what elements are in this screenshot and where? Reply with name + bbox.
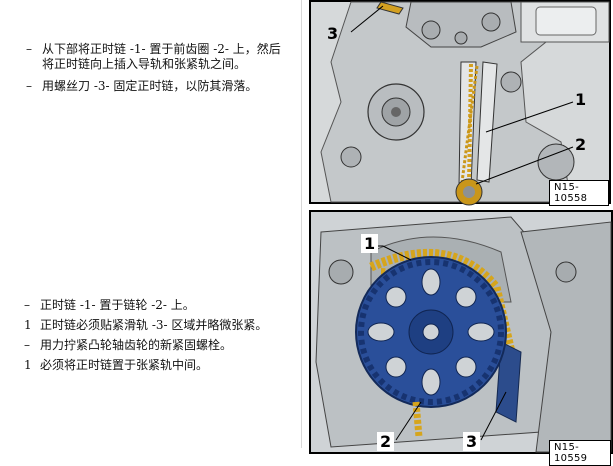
step-marker: –	[26, 42, 32, 56]
step-text: 正时链必须贴紧滑轨 -3- 区域并略微张紧。	[40, 318, 268, 332]
step-text: 用力拧紧凸轮轴齿轮的新紧固螺栓。	[40, 338, 233, 352]
callout-label: 2	[377, 432, 395, 451]
instruction-step: – 用螺丝刀 -3- 固定正时链，以防其滑落。	[26, 79, 292, 94]
step-text: 从下部将正时链 -1- 置于前齿圈 -2- 上，然后将正时链向上插入导轨和张紧轨…	[42, 42, 281, 71]
instruction-step: – 正时链 -1- 置于链轮 -2- 上。	[24, 298, 290, 313]
instruction-note: 1 必须将正时链置于张紧轨中间。	[24, 358, 290, 373]
note-marker: 1	[24, 358, 32, 372]
instructions-top: – 从下部将正时链 -1- 置于前齿圈 -2- 上，然后将正时链向上插入导轨和张…	[26, 42, 292, 101]
instruction-step: – 用力拧紧凸轮轴齿轮的新紧固螺栓。	[24, 338, 290, 353]
callout-label: 1	[575, 90, 587, 109]
figure-id-label: N15-10559	[549, 440, 611, 466]
step-marker: –	[26, 79, 32, 93]
figure-id-label: N15-10558	[549, 180, 609, 206]
callout-label: 3	[327, 24, 339, 43]
engine-illustration-top	[311, 1, 610, 206]
step-text: 正时链 -1- 置于链轮 -2- 上。	[40, 298, 195, 312]
step-text: 必须将正时链置于张紧轨中间。	[40, 358, 209, 372]
instruction-step: – 从下部将正时链 -1- 置于前齿圈 -2- 上，然后将正时链向上插入导轨和张…	[26, 42, 292, 72]
callout-label: 1	[361, 234, 379, 253]
instruction-note: 1 正时链必须贴紧滑轨 -3- 区域并略微张紧。	[24, 318, 290, 333]
step-marker: –	[24, 298, 30, 312]
callout-label: 3	[463, 432, 481, 451]
figure-timing-chain-install: 3 1 2 N15-10558	[309, 0, 611, 206]
callout-label: 2	[575, 135, 587, 154]
instructions-bottom: – 正时链 -1- 置于链轮 -2- 上。 1 正时链必须贴紧滑轨 -3- 区域…	[24, 298, 290, 378]
sprocket-illustration	[311, 212, 612, 453]
figure-chain-on-sprocket: 1 2 3 N15-10559	[309, 210, 613, 466]
step-text: 用螺丝刀 -3- 固定正时链，以防其滑落。	[42, 79, 258, 93]
column-divider	[301, 0, 302, 448]
note-marker: 1	[24, 318, 32, 332]
step-marker: –	[24, 338, 30, 352]
